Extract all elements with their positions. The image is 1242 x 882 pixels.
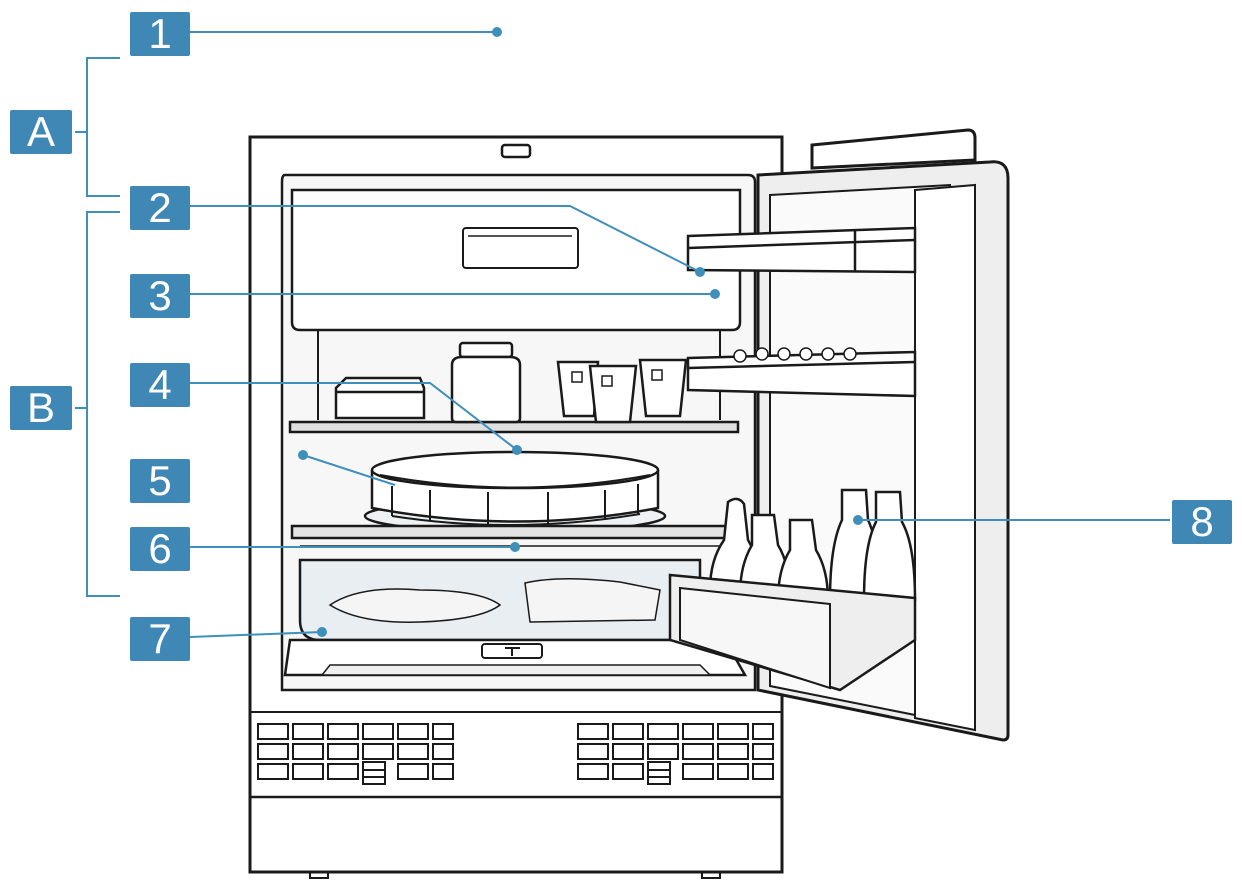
callout-4: 4 — [130, 363, 190, 407]
callout-5: 5 — [130, 459, 190, 503]
group-label-b: B — [10, 386, 72, 430]
door-rack-top — [688, 228, 915, 272]
callout-6: 6 — [130, 527, 190, 571]
callout-1: 1 — [130, 12, 190, 56]
bracket-b — [75, 212, 120, 596]
group-label-a: A — [10, 110, 72, 154]
yogurt-cups — [558, 360, 686, 422]
callout-8: 8 — [1172, 500, 1232, 544]
jar — [452, 343, 520, 422]
callout-3: 3 — [130, 274, 190, 318]
cake-glass-plate — [365, 452, 665, 532]
ventilation-grille-left — [258, 724, 453, 784]
upper-shelf — [290, 422, 738, 432]
callout-7: 7 — [130, 617, 190, 661]
freezer-compartment — [292, 190, 740, 330]
callout-2: 2 — [130, 186, 190, 230]
bracket-a — [75, 58, 120, 196]
